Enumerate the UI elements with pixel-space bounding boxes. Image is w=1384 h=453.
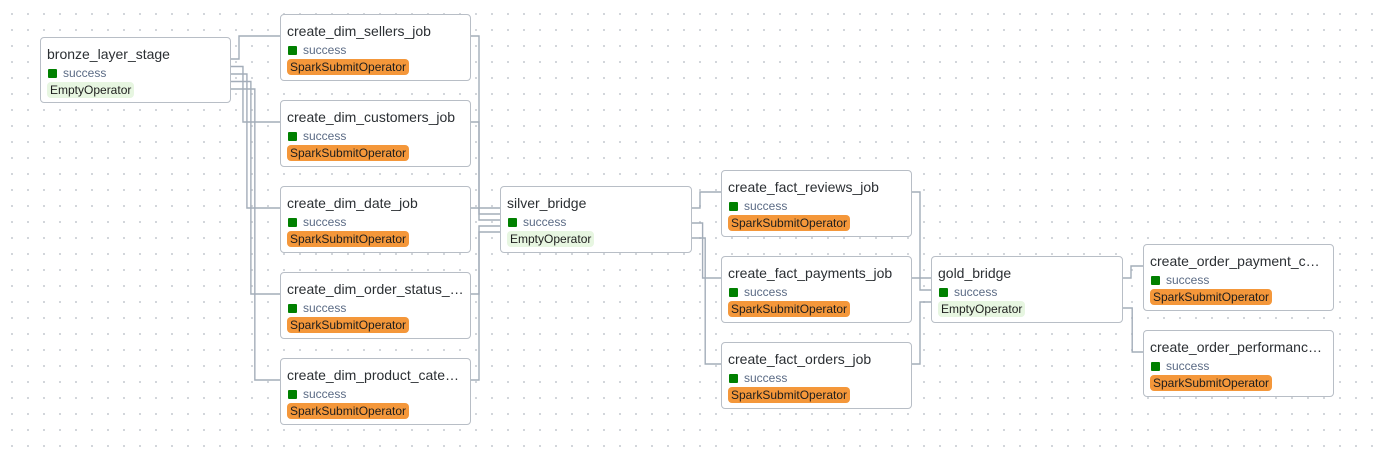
edge-create-fact-payments-job-to-gold-bridge — [912, 277, 931, 291]
task-title: gold_bridge — [938, 265, 1012, 281]
edge-gold-bridge-to-create-order-payment-cha — [1123, 265, 1143, 279]
edge-bronze-layer-stage-to-create-dim-product-category-job — [231, 88, 280, 381]
status-label: success — [744, 285, 788, 299]
task-status: success — [938, 285, 1116, 299]
operator-badge: EmptyOperator — [507, 231, 595, 247]
operator-badge: SparkSubmitOperator — [287, 59, 410, 75]
status-success-icon — [48, 68, 57, 78]
edge-create-fact-reviews-job-to-gold-bridge — [912, 191, 931, 279]
edge-bronze-layer-stage-to-create-dim-order-status-job — [231, 80, 280, 295]
status-success-icon — [1151, 275, 1160, 285]
status-success-icon — [288, 389, 297, 399]
edge-create-dim-product-category-job-to-silver-bridge — [471, 231, 500, 381]
operator-badge: SparkSubmitOperator — [728, 301, 851, 317]
edge-create-fact-orders-job-to-gold-bridge — [912, 301, 931, 365]
status-success-icon — [288, 303, 297, 313]
status-success-icon — [729, 201, 738, 211]
task-title: create_fact_reviews_job — [728, 179, 879, 195]
edge-create-dim-sellers-job-to-silver-bridge — [471, 35, 500, 209]
task-title: create_order_payment_cha… — [1150, 253, 1327, 269]
task-status: success — [287, 387, 464, 401]
status-label: success — [303, 387, 347, 401]
task-title: create_order_performance_… — [1150, 339, 1327, 355]
task-status: success — [287, 215, 464, 229]
status-label: success — [954, 285, 998, 299]
status-label: success — [523, 215, 567, 229]
edge-silver-bridge-to-create-fact-reviews-job — [692, 191, 721, 209]
status-success-icon — [939, 287, 948, 297]
task-title: create_dim_customers_job — [287, 109, 456, 125]
operator-badge: SparkSubmitOperator — [728, 387, 851, 403]
status-label: success — [303, 129, 347, 143]
status-success-icon — [288, 217, 297, 227]
status-label: success — [303, 43, 347, 57]
status-success-icon — [1151, 361, 1160, 371]
task-status: success — [507, 215, 685, 229]
operator-badge: SparkSubmitOperator — [1150, 289, 1273, 305]
task-status: success — [287, 129, 464, 143]
status-success-icon — [288, 45, 297, 55]
task-status: success — [287, 301, 464, 315]
status-success-icon — [288, 131, 297, 141]
status-label: success — [744, 199, 788, 213]
edge-silver-bridge-to-create-fact-orders-job — [692, 237, 721, 365]
task-title: create_fact_payments_job — [728, 265, 893, 281]
status-success-icon — [508, 217, 517, 227]
status-success-icon — [729, 373, 738, 383]
edge-create-dim-customers-job-to-silver-bridge — [471, 121, 500, 215]
edge-bronze-layer-stage-to-create-dim-date-job — [231, 73, 280, 209]
operator-badge: SparkSubmitOperator — [287, 231, 410, 247]
task-status: success — [728, 371, 905, 385]
task-title: create_dim_date_job — [287, 195, 418, 211]
operator-badge: SparkSubmitOperator — [728, 215, 851, 231]
edge-create-dim-date-job-to-silver-bridge — [471, 207, 500, 221]
operator-badge: SparkSubmitOperator — [287, 403, 410, 419]
task-title: create_fact_orders_job — [728, 351, 872, 367]
task-title: silver_bridge — [507, 195, 587, 211]
edge-bronze-layer-stage-to-create-dim-sellers-job — [231, 35, 280, 60]
status-label: success — [744, 371, 788, 385]
edge-bronze-layer-stage-to-create-dim-customers-job — [231, 65, 280, 123]
task-title: create_dim_order_status_job — [287, 281, 464, 297]
status-label: success — [303, 215, 347, 229]
task-title: create_dim_sellers_job — [287, 23, 431, 39]
task-status: success — [728, 285, 905, 299]
edge-gold-bridge-to-create-order-performance — [1123, 307, 1143, 353]
task-status: success — [47, 66, 224, 80]
status-label: success — [63, 66, 107, 80]
edge-create-dim-order-status-job-to-silver-bridge — [471, 225, 500, 295]
operator-badge: EmptyOperator — [938, 301, 1026, 317]
task-status: success — [287, 43, 464, 57]
task-status: success — [728, 199, 905, 213]
task-title: create_dim_product_categ… — [287, 367, 464, 383]
task-status: success — [1150, 273, 1327, 287]
operator-badge: EmptyOperator — [47, 82, 135, 98]
status-label: success — [303, 301, 347, 315]
operator-badge: SparkSubmitOperator — [287, 317, 410, 333]
status-label: success — [1166, 273, 1210, 287]
status-label: success — [1166, 359, 1210, 373]
status-success-icon — [729, 287, 738, 297]
task-status: success — [1150, 359, 1327, 373]
operator-badge: SparkSubmitOperator — [1150, 375, 1273, 391]
task-title: bronze_layer_stage — [47, 46, 170, 62]
operator-badge: SparkSubmitOperator — [287, 145, 410, 161]
edge-silver-bridge-to-create-fact-payments-job — [692, 222, 721, 279]
